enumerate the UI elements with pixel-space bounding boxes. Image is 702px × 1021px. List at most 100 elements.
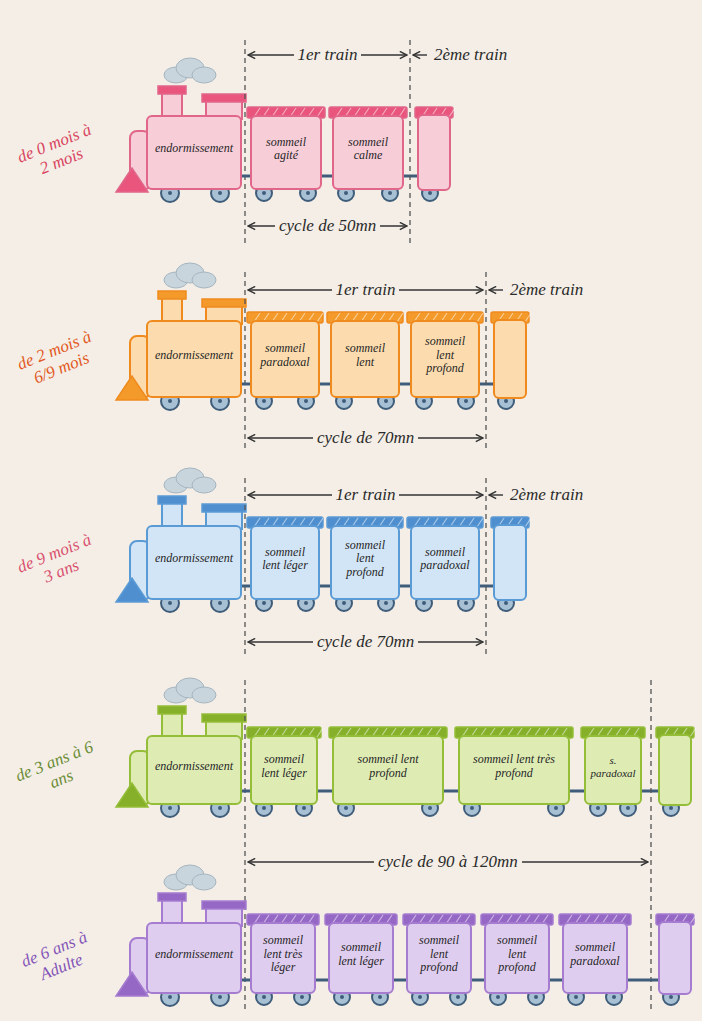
- stage-text: sommeil lent profond: [416, 335, 474, 375]
- wagon-box: sommeil lent profond: [332, 735, 444, 805]
- wagon-box: sommeil paradoxal: [410, 525, 480, 600]
- cowcatcher: [116, 168, 148, 192]
- stage-text: sommeil lent très profond: [464, 753, 564, 780]
- wheel-hub: [344, 806, 348, 810]
- wagon-box: sommeil lent léger: [328, 922, 394, 994]
- dashed-divider: [485, 478, 486, 656]
- dashed-divider: [485, 272, 486, 452]
- wheel-hub: [428, 806, 432, 810]
- cab-roof: [202, 299, 246, 307]
- wagon-box: sommeil lent profond: [330, 525, 400, 600]
- wheel-hub: [302, 806, 306, 810]
- coupling-bar: [472, 979, 484, 982]
- train-label: 2ème train: [430, 45, 511, 65]
- wheel-hub: [456, 995, 460, 999]
- smoke-cloud: [192, 67, 216, 83]
- wheel-hub: [262, 806, 266, 810]
- wheel-hub: [304, 601, 308, 605]
- coupling: [628, 979, 659, 982]
- span-arrow: [489, 289, 503, 290]
- wagon-box: sommeil agité: [250, 115, 322, 190]
- wheel-hub: [218, 399, 222, 403]
- coupling-bar: [242, 175, 250, 178]
- wheel-hub: [504, 601, 508, 605]
- smoke-cloud: [192, 477, 216, 493]
- wagon-box: sommeil lent profond: [410, 320, 480, 398]
- locomotive-body: endormissement: [146, 922, 242, 994]
- wheel-hub: [422, 601, 426, 605]
- coupling-bar: [242, 383, 250, 386]
- stage-text: sommeil lent profond: [490, 934, 544, 974]
- cowcatcher: [116, 972, 148, 996]
- cycle-label: cycle de 90 à 120mn: [374, 852, 522, 872]
- dashed-divider: [244, 478, 245, 656]
- age-label: de 6 ans à Adulte: [12, 925, 104, 991]
- wagon-box: sommeil lent: [330, 320, 400, 398]
- partial-wagon: [418, 115, 450, 190]
- wagon-box: sommeil paradoxal: [250, 320, 320, 398]
- stage-text: endormissement: [152, 948, 236, 961]
- wheel-hub: [340, 995, 344, 999]
- coupling-bar: [400, 383, 410, 386]
- wagon-box: sommeil lent profond: [484, 922, 550, 994]
- cowcatcher: [116, 578, 148, 602]
- wheel-hub: [428, 191, 432, 195]
- wheel-hub: [168, 601, 172, 605]
- age-label: de 3 ans à 6 ans: [12, 737, 104, 803]
- wagon-box: sommeil lent très profond: [458, 735, 570, 805]
- wheel-hub: [378, 995, 382, 999]
- coupling-bar: [242, 585, 250, 588]
- locomotive-body: endormissement: [146, 115, 242, 190]
- stage-text: sommeil lent profond: [336, 539, 394, 579]
- cowcatcher: [116, 783, 148, 807]
- wheel-hub: [306, 191, 310, 195]
- stage-text: s. paradoxal: [590, 754, 636, 779]
- wheel-hub: [342, 399, 346, 403]
- coupling-bar: [318, 790, 332, 793]
- wheel-hub: [262, 601, 266, 605]
- partial-wagon: [494, 320, 526, 398]
- wheel-hub: [418, 995, 422, 999]
- stage-text: sommeil lent léger: [256, 546, 314, 573]
- wheel-hub: [262, 191, 266, 195]
- age-label: de 0 mois à 2 mois: [12, 120, 104, 186]
- wheel-hub: [300, 995, 304, 999]
- wheel-hub: [554, 806, 558, 810]
- wagon-box: sommeil lent léger: [250, 525, 320, 600]
- wagon-box: sommeil lent profond: [406, 922, 472, 994]
- wheel-hub: [464, 601, 468, 605]
- partial-wagon: [494, 525, 526, 600]
- wheel-hub: [669, 806, 673, 810]
- roof-hatch: [690, 915, 696, 924]
- train-label: 1er train: [332, 485, 400, 505]
- wheel-hub: [218, 806, 222, 810]
- dashed-divider: [244, 272, 245, 452]
- stage-text: sommeil calme: [338, 136, 398, 163]
- wheel-hub: [168, 995, 172, 999]
- wheel-hub: [422, 399, 426, 403]
- cowcatcher: [116, 376, 148, 400]
- roof-hatch: [690, 728, 696, 737]
- age-label: de 9 mois à 3 ans: [12, 530, 104, 596]
- roof-hatch: [317, 728, 323, 737]
- dashed-divider: [244, 40, 245, 244]
- wheel-hub: [168, 399, 172, 403]
- locomotive-body: endormissement: [146, 525, 242, 600]
- roof-hatch: [449, 108, 455, 117]
- wheel-hub: [262, 995, 266, 999]
- wheel-hub: [344, 191, 348, 195]
- wheel-hub: [384, 399, 388, 403]
- coupling: [480, 585, 494, 588]
- train-label: 2ème train: [506, 280, 587, 300]
- chimney-top: [158, 893, 186, 901]
- wheel-hub: [384, 601, 388, 605]
- span-arrow: [489, 494, 503, 495]
- wheel-hub: [574, 995, 578, 999]
- train-label: 2ème train: [506, 485, 587, 505]
- roof-hatch: [525, 313, 531, 322]
- wheel-hub: [669, 995, 673, 999]
- stage-text: endormissement: [152, 349, 236, 362]
- smoke-cloud: [192, 874, 216, 890]
- partial-wagon: [659, 735, 691, 805]
- train-label: 1er train: [294, 45, 362, 65]
